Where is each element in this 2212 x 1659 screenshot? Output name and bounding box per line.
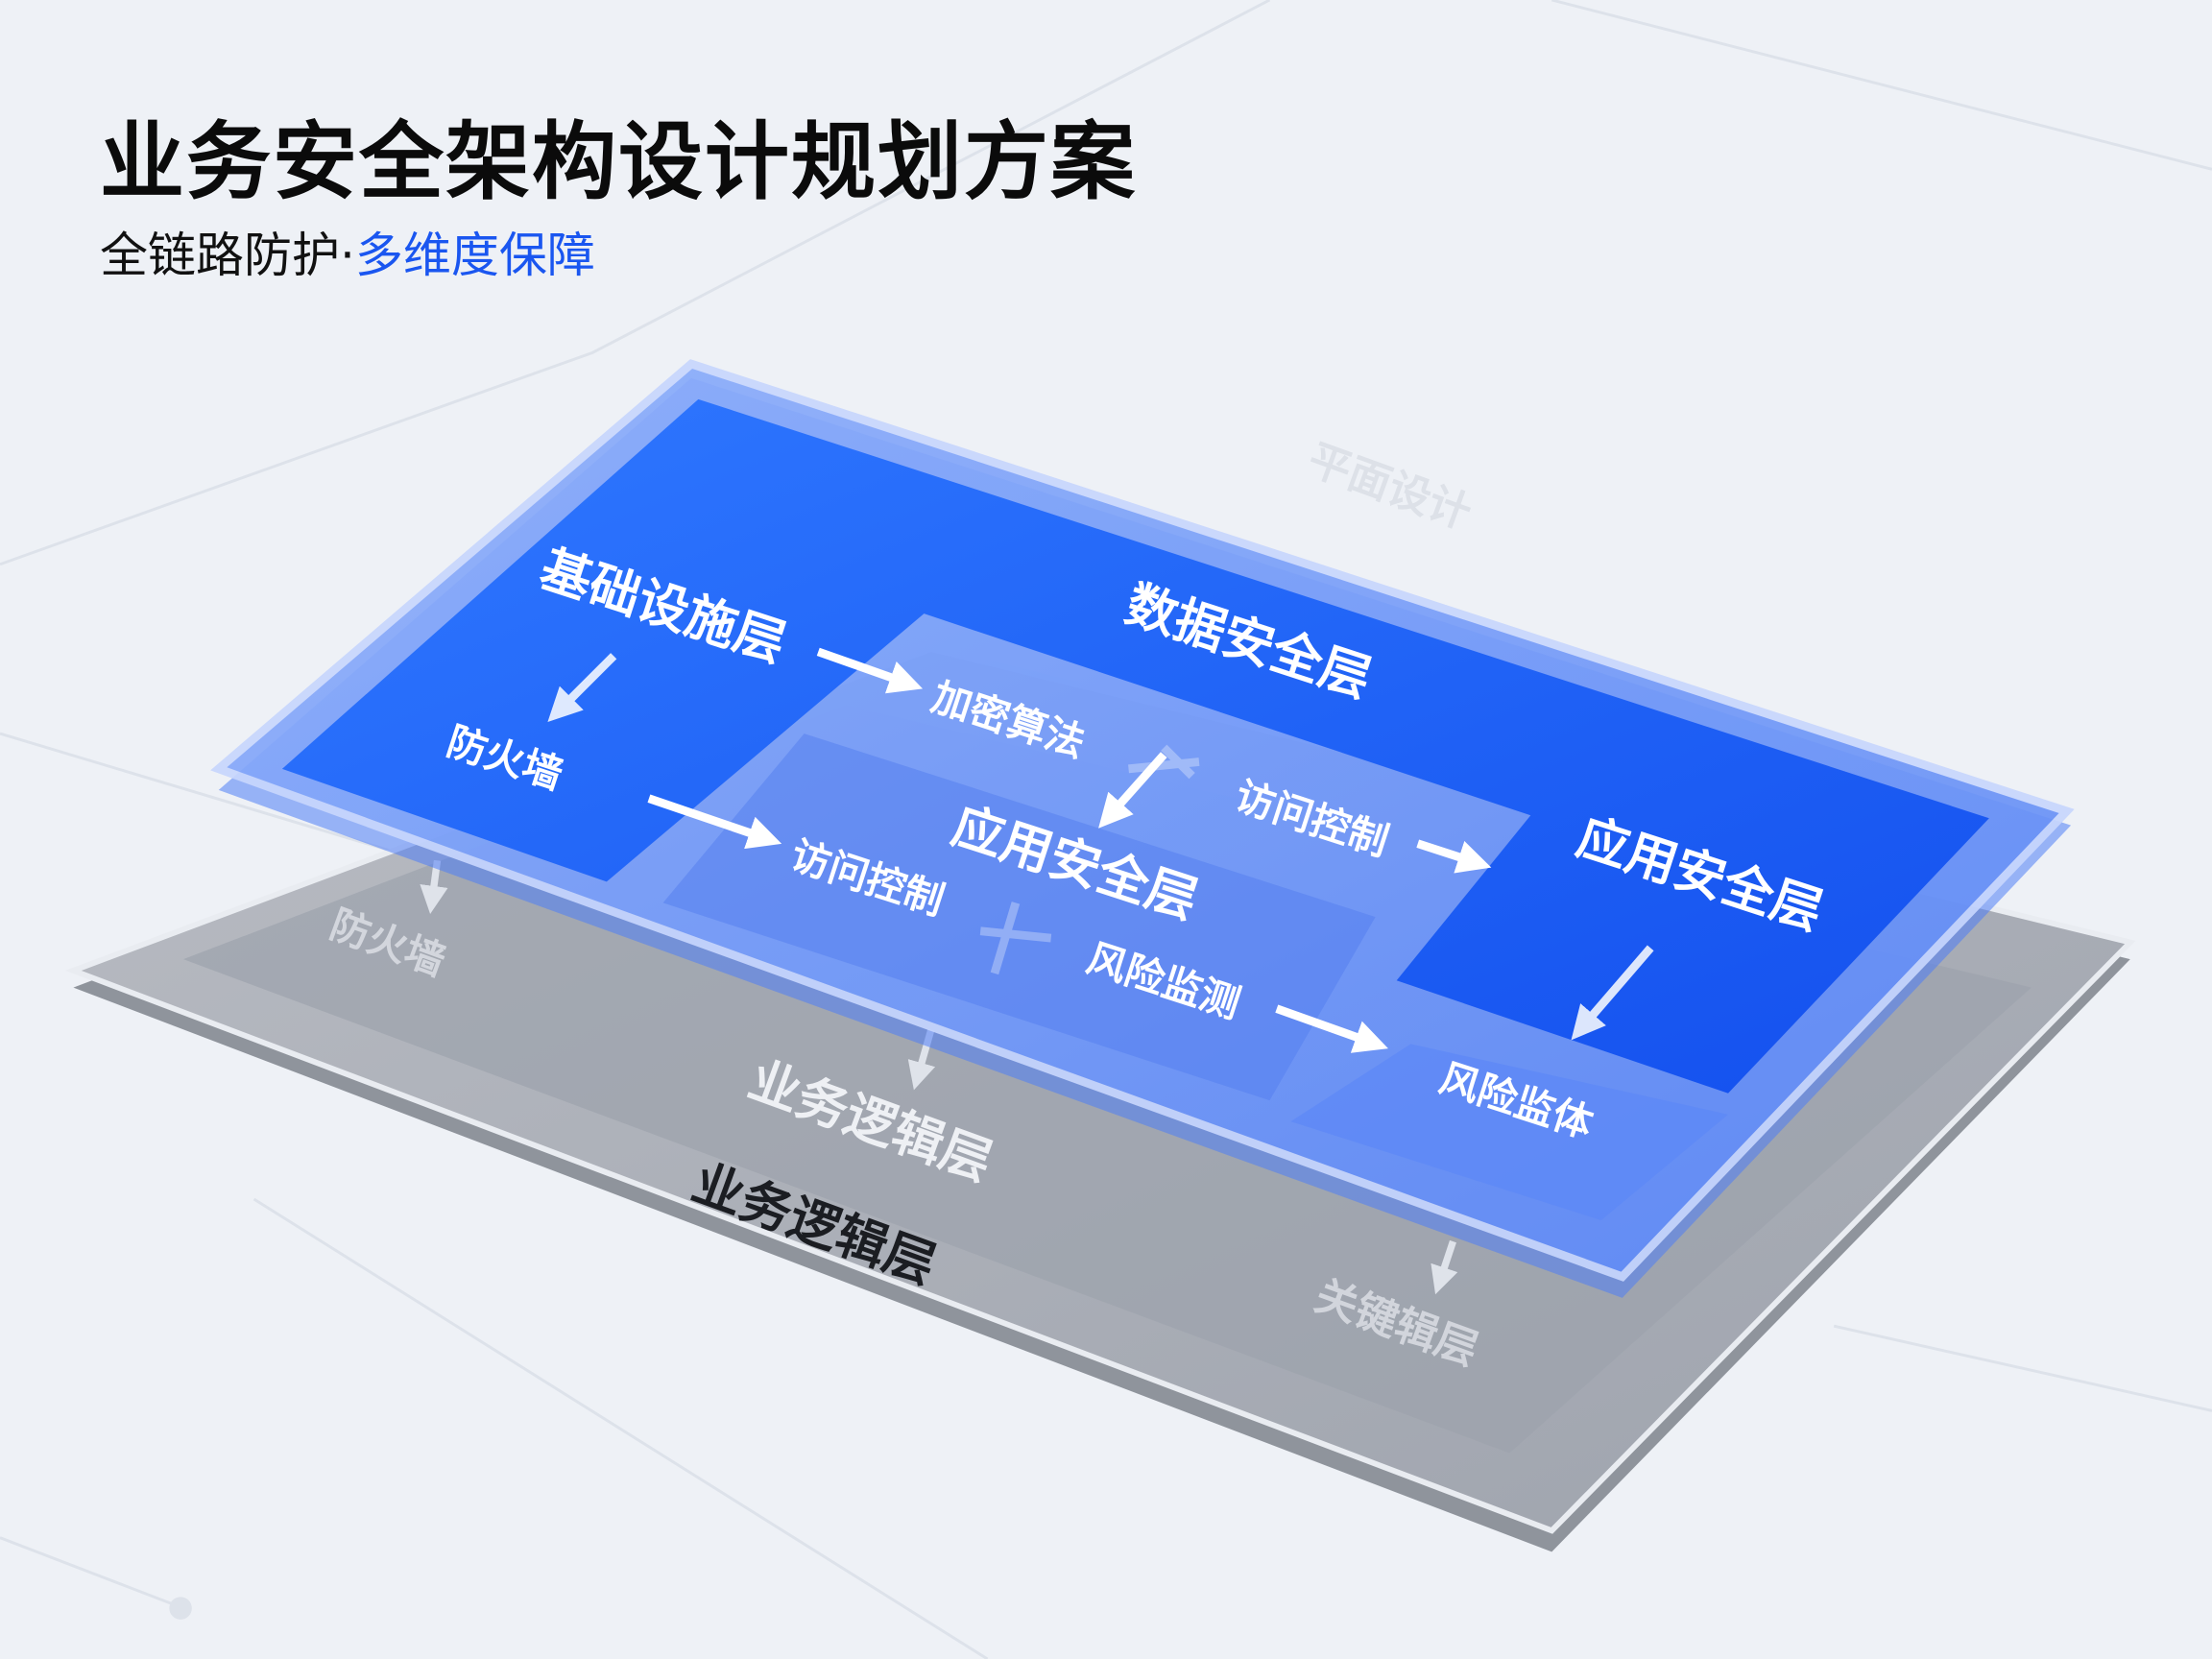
arrow-app-right-down <box>1571 945 1654 1041</box>
arrow-infra-to-firewall <box>547 653 617 723</box>
inner-glass-card <box>662 733 1376 1101</box>
subtitle-plain: 全链路防护· <box>100 228 355 283</box>
arrow-access-to-app-right <box>1416 839 1492 874</box>
gray-arrow <box>1431 1239 1458 1295</box>
infra-data-app-panel <box>281 398 1989 1094</box>
arrow-firewall-to-access <box>647 794 782 850</box>
arrow-encryption-to-app <box>1098 752 1167 829</box>
page-title: 业务安全架构设计规划方案 <box>100 112 1138 211</box>
risk-card <box>1290 1044 1728 1221</box>
arrow-infra-to-encryption <box>816 647 924 694</box>
page-subtitle: 全链路防护·多维度保障 <box>100 217 595 286</box>
arrow-risk-to-risk2 <box>1275 1004 1388 1053</box>
watermark: 平面设计 <box>1302 435 1478 539</box>
blue-glass-slab <box>210 359 2075 1298</box>
subtitle-accent: 多维度保障 <box>354 228 595 283</box>
